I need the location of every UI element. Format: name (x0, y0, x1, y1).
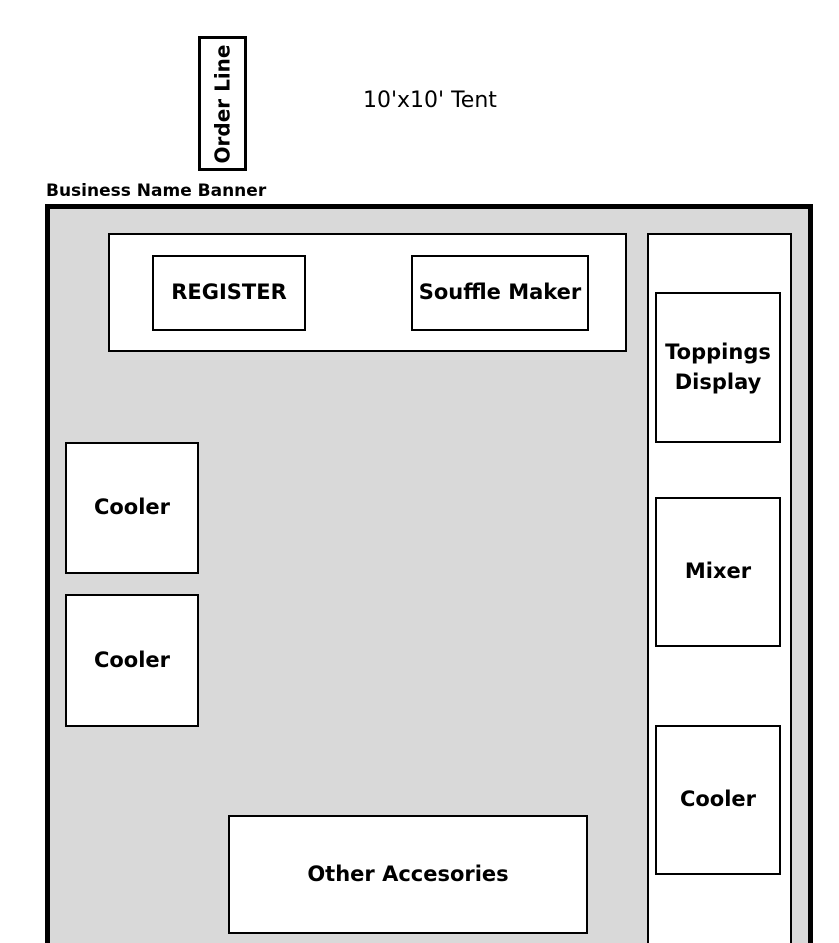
order-line-box: Order Line (198, 36, 247, 171)
business-name-banner-label: Business Name Banner (46, 181, 267, 201)
cooler-left-bottom-label: Cooler (93, 647, 171, 672)
register-label: REGISTER (171, 280, 287, 305)
mixer-label: Mixer (684, 559, 752, 584)
order-line-label: Order Line (210, 44, 235, 163)
cooler-side-label: Cooler (679, 787, 757, 812)
souffle-maker-label: Souffle Maker (418, 280, 582, 305)
tent-size-label: 10'x10' Tent (363, 88, 497, 113)
toppings-display-label: Toppings Display (665, 340, 771, 394)
register-box: REGISTER (152, 255, 306, 331)
toppings-display-box: Toppings Display (655, 292, 781, 443)
cooler-side-box: Cooler (655, 725, 781, 875)
cooler-left-top-box: Cooler (65, 442, 199, 574)
mixer-box: Mixer (655, 497, 781, 647)
other-accessories-label: Other Accesories (307, 861, 509, 886)
other-accessories-box: Other Accesories (228, 815, 588, 934)
cooler-left-top-label: Cooler (93, 495, 171, 520)
cooler-left-bottom-box: Cooler (65, 594, 199, 727)
souffle-maker-box: Souffle Maker (411, 255, 589, 331)
